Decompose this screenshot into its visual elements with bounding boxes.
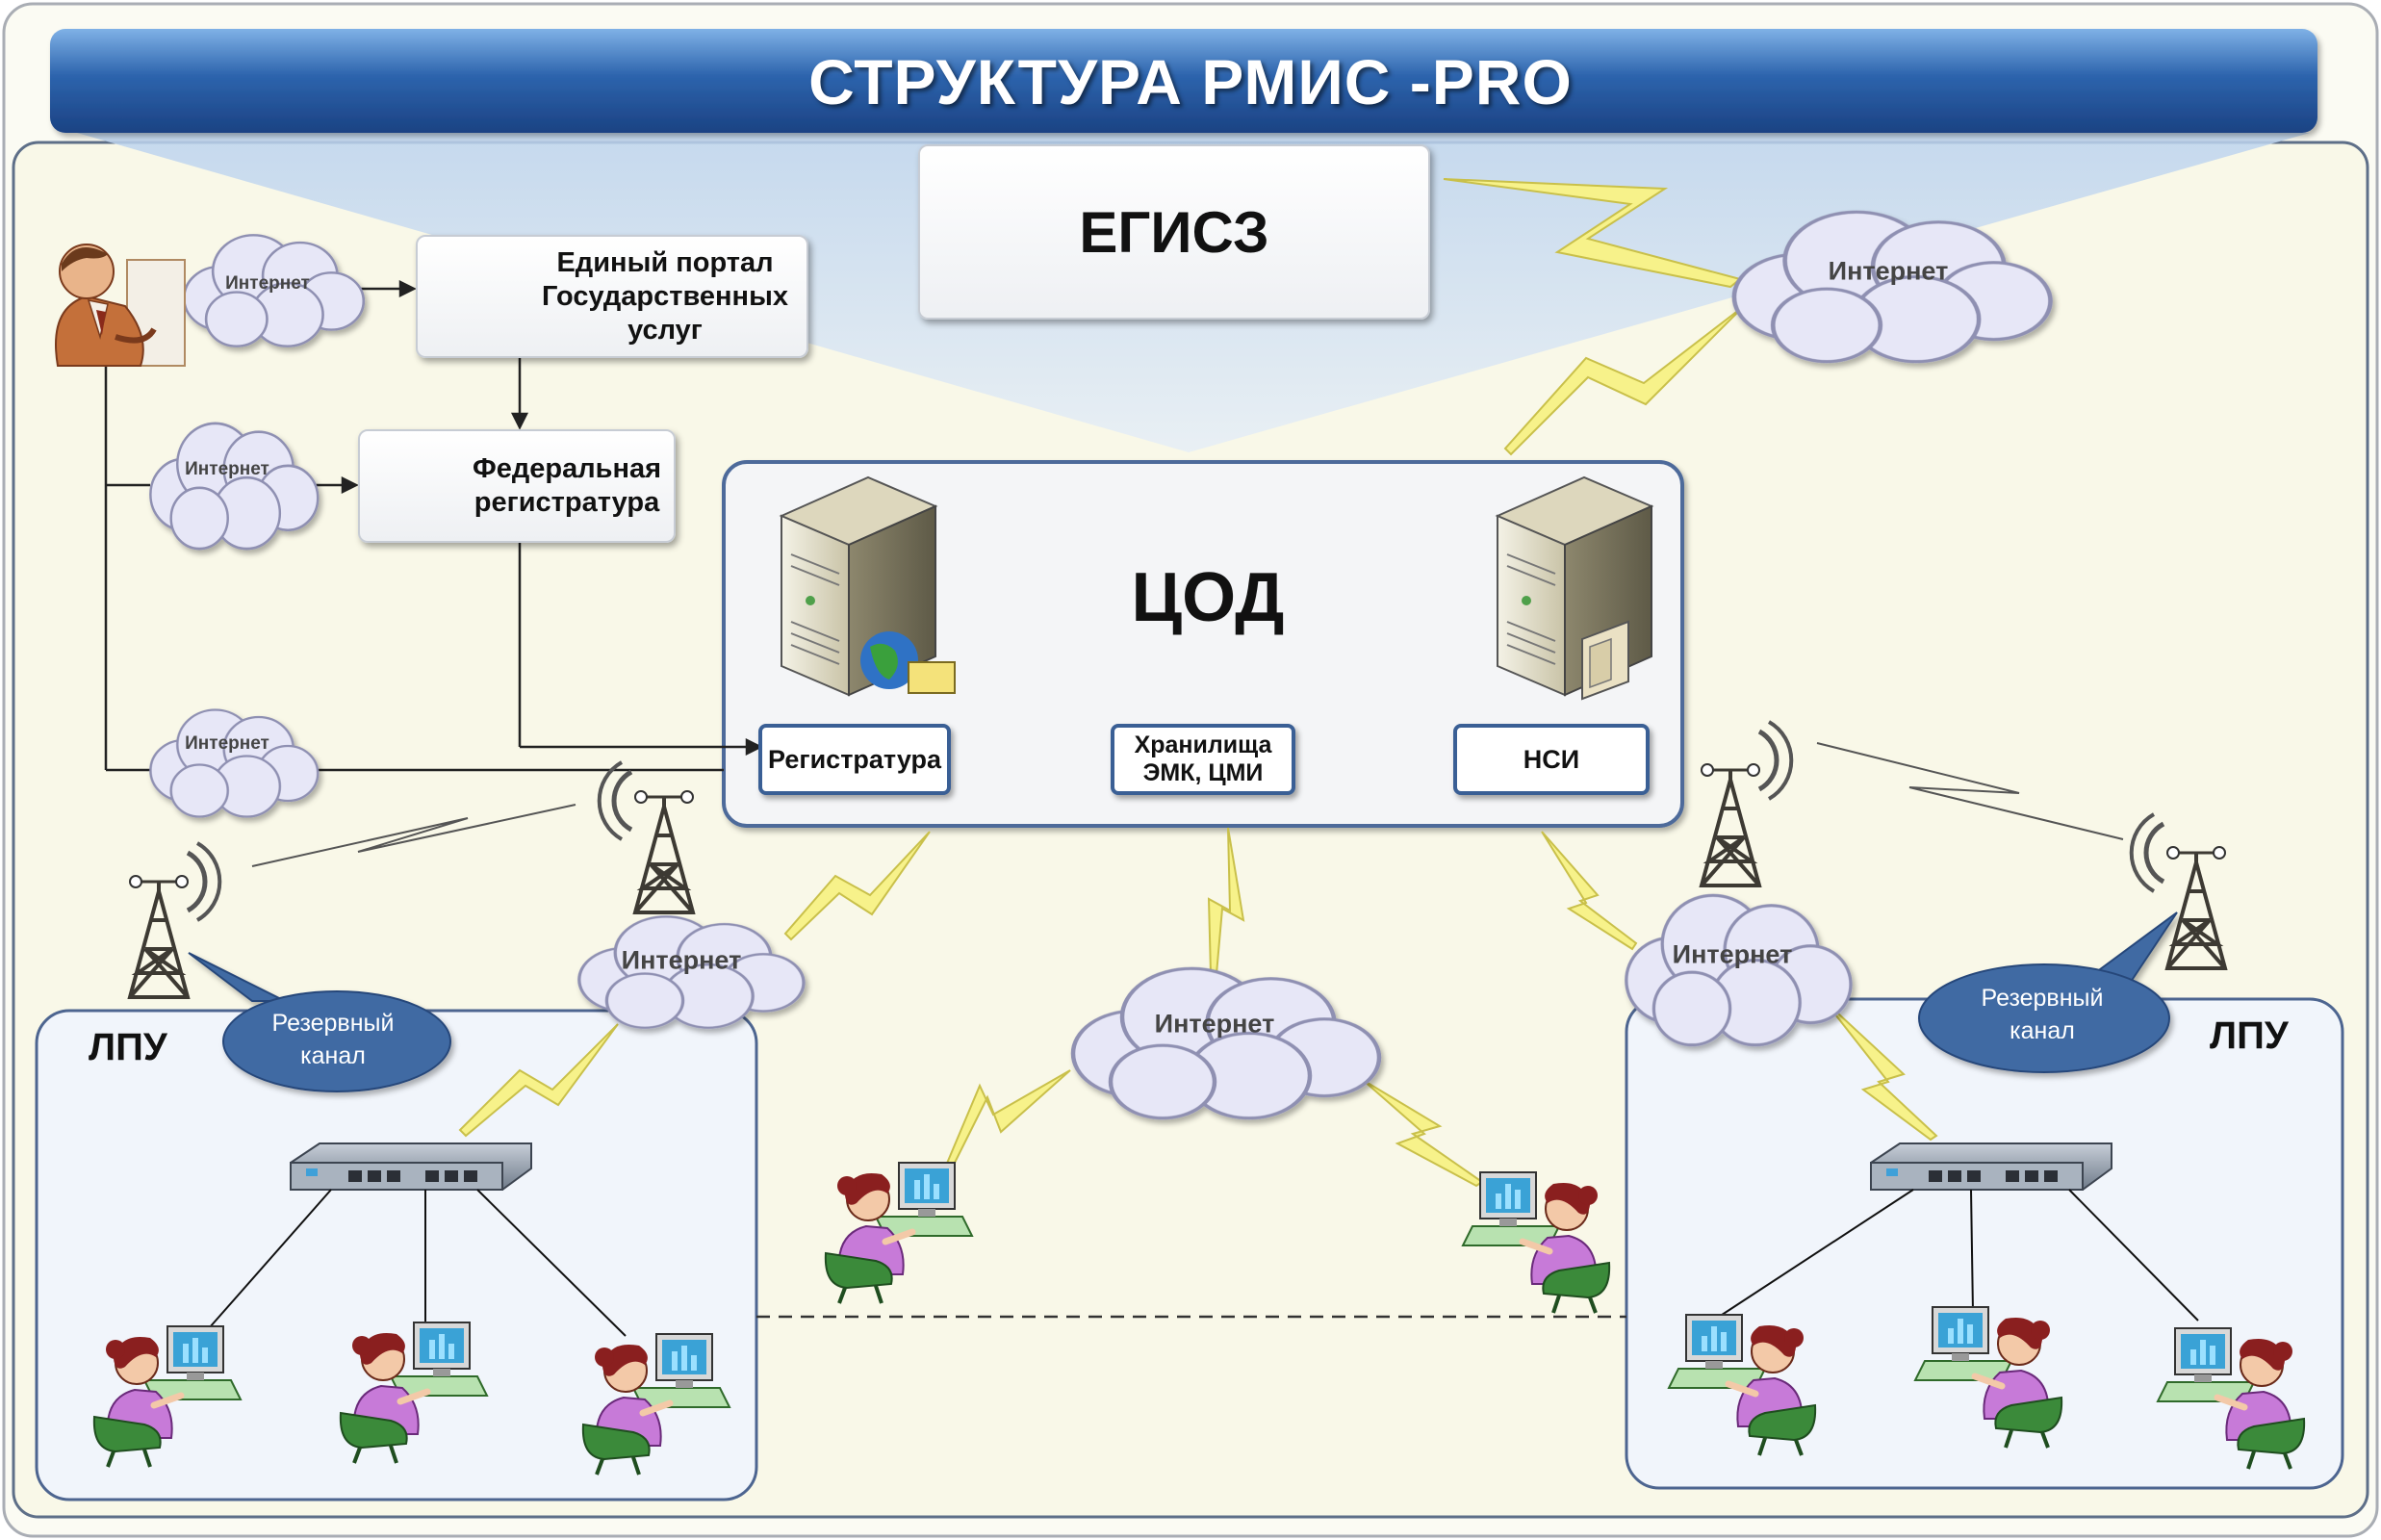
reserve-bubble-left <box>188 952 451 1092</box>
egisz-box: ЕГИСЗ <box>918 144 1430 320</box>
cloud-icon <box>149 422 320 551</box>
cod-label: ЦОД <box>1131 559 1285 636</box>
antenna-icon <box>127 841 222 999</box>
cloud-label: Интернет <box>1828 256 1949 286</box>
router-icon <box>290 1142 532 1191</box>
federal-registry-box: Федеральная регистратура <box>358 429 676 543</box>
title-bar <box>50 29 2317 133</box>
cloud-icon <box>182 234 366 347</box>
lightning-cod-left <box>783 831 931 941</box>
cod-storage-label: Хранилища ЭМК, ЦМИ <box>1134 732 1272 786</box>
lightning-cod-right <box>1503 305 1745 456</box>
cod-registry-box: Регистратура <box>758 724 951 795</box>
server-icon <box>779 475 956 697</box>
cloud-label: Интернет <box>1672 939 1793 969</box>
workstation-user-icon <box>824 1162 974 1304</box>
cod-nsi-label: НСИ <box>1523 744 1580 774</box>
antenna-icon <box>2129 812 2228 970</box>
workstation-user-icon <box>581 1333 731 1476</box>
cloud-icon <box>577 915 806 1029</box>
workstation-user-icon <box>1913 1306 2063 1449</box>
workstation-user-icon <box>1461 1171 1611 1314</box>
cloud-label: Интернет <box>1154 1009 1275 1039</box>
page-title: СТРУКТУРА РМИС -PRO <box>808 46 1573 117</box>
workstation-user-icon <box>1667 1314 1817 1456</box>
portal-label: Единый портал Государственных услуг <box>542 246 788 346</box>
cloud-icon <box>149 708 320 818</box>
reserve-channel-left-label: Резервный канал <box>271 1010 395 1069</box>
lpu-left-label: ЛПУ <box>89 1026 167 1068</box>
cloud-icon <box>1625 893 1853 1047</box>
citizen-user-icon <box>55 244 186 367</box>
reserve-radio-links <box>251 742 2124 867</box>
cloud-icon <box>1731 210 2053 364</box>
lan-links <box>201 1189 2199 1337</box>
egisz-label: ЕГИСЗ <box>1079 199 1269 265</box>
portal-box: Единый портал Государственных услуг <box>416 235 808 358</box>
connectors <box>104 279 763 772</box>
cod-storage-box: Хранилища ЭМК, ЦМИ <box>1111 724 1295 795</box>
cloud-label: Интернет <box>185 459 269 479</box>
cod-registry-label: Регистратура <box>767 744 941 774</box>
cod-panel <box>722 460 1684 828</box>
cod-nsi-box: НСИ <box>1453 724 1650 795</box>
reserve-channel-right-label: Резервный канал <box>1981 985 2104 1044</box>
workstation-user-icon <box>92 1325 243 1468</box>
antenna-icon <box>1699 720 1794 887</box>
cloud-label: Интернет <box>185 733 269 754</box>
cloud-label: Интернет <box>621 945 742 975</box>
workstation-user-icon <box>2156 1327 2306 1470</box>
cloud-icon <box>1070 966 1382 1120</box>
antenna-icon <box>597 760 696 914</box>
lightning-cod-right-lower <box>1541 831 1638 951</box>
lightning-bolts <box>458 178 1938 1188</box>
federal-registry-label: Федеральная регистратура <box>472 453 662 518</box>
lightning-lpu-right <box>1824 1000 1938 1142</box>
cloud-label: Интернет <box>225 273 310 294</box>
reserve-bubble-right <box>1918 911 2178 1073</box>
server-icon <box>1495 475 1654 701</box>
lpu-right-label: ЛПУ <box>2210 1014 2289 1057</box>
lightning-lpu-left <box>458 1023 619 1138</box>
workstation-user-icon <box>339 1322 489 1464</box>
lightning-egisz <box>1443 178 1743 289</box>
router-icon <box>1870 1142 2112 1191</box>
